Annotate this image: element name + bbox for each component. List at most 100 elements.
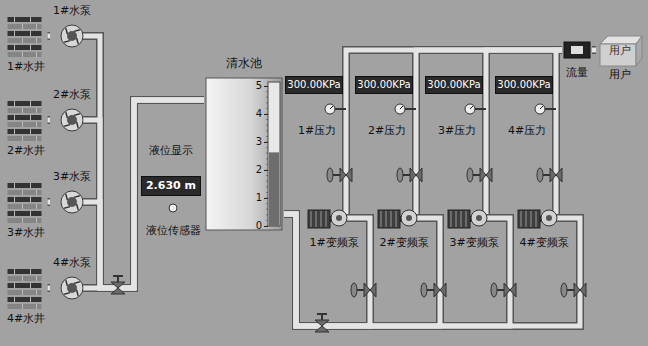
well-brick-gap	[36, 204, 37, 209]
well-brick-gap	[36, 290, 37, 295]
node-label: 300.00KPa	[357, 79, 410, 91]
node-label: 4#压力	[508, 124, 546, 138]
valve-symbol	[315, 320, 329, 332]
pump-blade	[74, 114, 80, 116]
pump-hub	[476, 215, 482, 221]
pipe-outline	[284, 214, 580, 326]
level-node: 液位显示2.630 m	[139, 144, 204, 196]
well-brick-gap	[30, 183, 31, 188]
pipe	[94, 100, 204, 288]
well-brick-row	[8, 269, 42, 274]
gauge-needle	[330, 106, 333, 109]
pump-blade	[74, 282, 80, 284]
pipe-outline	[416, 50, 562, 206]
disp-node: 300.00KPa	[425, 76, 483, 94]
node-label: 3#水泵	[53, 170, 91, 184]
pipe	[284, 214, 510, 326]
well-brick-gap	[30, 297, 31, 302]
motor-fin	[521, 211, 522, 227]
pipe-outline	[94, 36, 204, 288]
scale-number: 1	[250, 192, 262, 204]
well-brick-gap	[30, 211, 31, 216]
pipe-outline	[592, 46, 596, 54]
well-brick-gap	[30, 115, 31, 120]
level-scale	[268, 82, 280, 226]
well-node: 1#水井	[5, 14, 48, 74]
pump-node: 1#水泵	[50, 4, 94, 50]
well-brick-gap	[14, 211, 15, 216]
node-label: 4#水井	[7, 312, 45, 326]
pipe-outline	[48, 32, 51, 40]
scale-minor-tick	[266, 192, 268, 193]
pump-blade	[66, 28, 68, 34]
pipe-outlines	[48, 36, 597, 326]
valve-handle	[537, 168, 543, 182]
well-brick-gap	[30, 31, 31, 36]
motor-fin	[326, 211, 327, 227]
scale-minor-tick	[266, 220, 268, 221]
well-brick-gap	[36, 276, 37, 281]
well-brick-row	[8, 101, 42, 106]
well-brick-row	[8, 17, 42, 22]
pipe-stub	[82, 34, 94, 39]
pump-casing	[61, 109, 83, 131]
well-brick-gap	[22, 190, 23, 195]
scale-number: 4	[250, 108, 262, 120]
disp-node: 300.00KPa	[285, 76, 343, 94]
pipe	[556, 50, 562, 206]
well-brick-gap	[14, 45, 15, 50]
node-label: 2#压力	[368, 124, 406, 138]
pipe	[48, 34, 51, 39]
pipe-outline	[48, 284, 51, 292]
valve-symbol	[434, 283, 446, 297]
pump-blade	[74, 196, 80, 198]
pump-hub	[67, 115, 77, 125]
gauge-needle	[470, 106, 473, 109]
pipe-stub	[82, 118, 94, 123]
node-label: 用户	[609, 44, 631, 58]
scale-minor-tick	[266, 175, 268, 176]
motor-fin	[526, 211, 527, 227]
scale-number: 3	[250, 136, 262, 148]
valve-handle	[421, 283, 427, 297]
well-brick-gap	[22, 304, 23, 309]
pipes	[48, 36, 597, 326]
pipe	[94, 36, 204, 288]
valve-handle	[317, 313, 327, 315]
scale-minor-tick	[266, 181, 268, 182]
well-brick-gap	[14, 129, 15, 134]
motor-fin	[321, 211, 322, 227]
well-brick-gap	[22, 204, 23, 209]
well-brick-gap	[22, 52, 23, 57]
well-brick-row	[8, 290, 42, 295]
pump-blade	[64, 125, 70, 127]
well-brick-row	[8, 45, 42, 50]
pressure-gauge	[535, 104, 545, 114]
well-brick-row	[8, 276, 42, 281]
node-label: 2#水井	[7, 144, 45, 158]
well-brick-row	[8, 129, 42, 134]
vp-node: 3#变频泵	[444, 206, 504, 250]
well-brick-row	[8, 136, 42, 141]
well-brick-row	[8, 122, 42, 127]
motor-fin	[391, 211, 392, 227]
vp-node: 4#变频泵	[514, 206, 574, 250]
node-label: 2#水泵	[53, 88, 91, 102]
pipe	[284, 214, 440, 326]
pipe	[94, 100, 204, 288]
valve-handle	[491, 283, 497, 297]
pump-casing	[471, 210, 487, 226]
well-brick-gap	[22, 24, 23, 29]
pipe-outline	[48, 198, 51, 206]
pump-node: 4#水泵	[50, 256, 94, 302]
scale-tick	[264, 114, 268, 115]
node-label: 3#压力	[438, 124, 476, 138]
scale-minor-tick	[266, 214, 268, 215]
well-brick-gap	[30, 17, 31, 22]
pipe	[416, 50, 562, 206]
node-label: 液位显示	[149, 144, 193, 158]
disp-node: 300.00KPa	[495, 76, 553, 94]
valve-handle	[467, 168, 473, 182]
scale-minor-tick	[266, 119, 268, 120]
pipe-stub-outline	[486, 214, 504, 222]
